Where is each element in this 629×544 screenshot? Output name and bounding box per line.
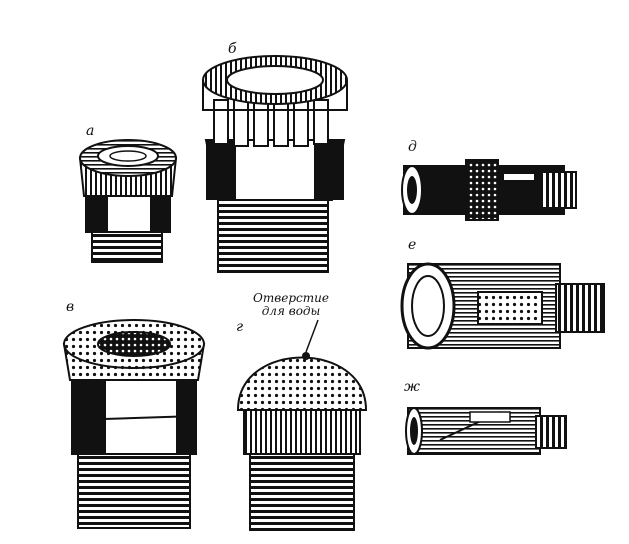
label-e: е — [408, 237, 417, 253]
label-zh: ж — [404, 379, 420, 395]
bit-g — [236, 319, 368, 531]
bit-e — [400, 262, 605, 350]
bit-d — [401, 159, 577, 221]
bit-zh — [405, 407, 567, 455]
bit-v — [62, 319, 206, 529]
label-g: г — [236, 319, 244, 335]
label-v: в — [66, 299, 75, 315]
annotation-line-2: для воды — [261, 304, 321, 319]
label-b: б — [228, 41, 237, 57]
bit-a — [78, 139, 178, 263]
annotation-line-1: Отверстие — [253, 291, 329, 305]
label-d: д — [408, 139, 417, 155]
label-a: а — [86, 123, 95, 139]
water-hole-annotation: Отверстие для воды — [246, 291, 336, 319]
bit-b — [202, 55, 348, 273]
